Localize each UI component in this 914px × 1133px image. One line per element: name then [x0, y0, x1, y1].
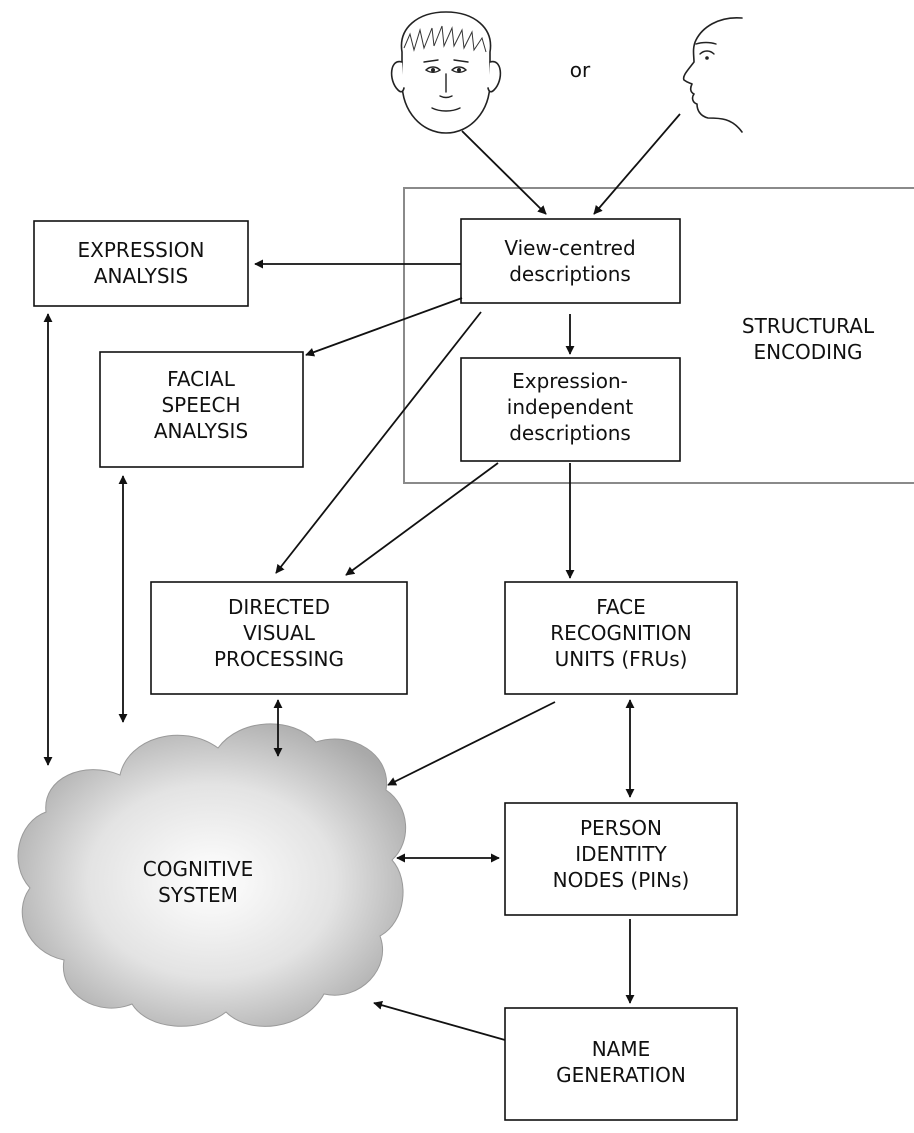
svg-text:PROCESSING: PROCESSING [214, 647, 344, 671]
facial-speech-analysis-box: FACIAL SPEECH ANALYSIS [99, 351, 304, 468]
svg-text:View-centred: View-centred [504, 236, 635, 260]
arrow-fru-to-cognitive [387, 701, 556, 786]
svg-text:FACIAL: FACIAL [167, 367, 236, 391]
arrow-front-face-to-view-centred [461, 130, 547, 215]
svg-text:ANALYSIS: ANALYSIS [94, 264, 188, 288]
expression-independent-descriptions-box: Expression- independent descriptions [460, 357, 681, 462]
connector-arrows [43, 113, 681, 1041]
svg-text:FACE: FACE [596, 595, 646, 619]
svg-text:VISUAL: VISUAL [243, 621, 316, 645]
expression-analysis-box: EXPRESSION ANALYSIS [33, 220, 249, 307]
structural-encoding-region [403, 187, 914, 484]
structural-encoding-label: STRUCTURAL [742, 314, 875, 338]
svg-text:RECOGNITION: RECOGNITION [550, 621, 691, 645]
face-recognition-units-box: FACE RECOGNITION UNITS (FRUs) [504, 581, 738, 695]
arrow-expression-independent-to-directed-visual [345, 462, 499, 576]
svg-text:DIRECTED: DIRECTED [228, 595, 330, 619]
svg-text:descriptions: descriptions [509, 421, 631, 445]
arrow-profile-face-to-view-centred [593, 113, 681, 215]
cognitive-system-cloud: COGNITIVE SYSTEM [17, 723, 406, 1027]
view-centred-descriptions-box: View-centred descriptions [460, 218, 681, 304]
svg-text:EXPRESSION: EXPRESSION [78, 238, 205, 262]
svg-text:UNITS (FRUs): UNITS (FRUs) [555, 647, 688, 671]
arrow-name-generation-to-cognitive [373, 1000, 506, 1041]
svg-text:Expression-: Expression- [512, 369, 628, 393]
person-identity-nodes-box: PERSON IDENTITY NODES (PINs) [504, 802, 738, 916]
svg-text:ANALYSIS: ANALYSIS [154, 419, 248, 443]
svg-text:SPEECH: SPEECH [161, 393, 240, 417]
svg-text:COGNITIVE: COGNITIVE [143, 857, 254, 881]
directed-visual-processing-box: DIRECTED VISUAL PROCESSING [150, 581, 408, 695]
svg-text:NODES (PINs): NODES (PINs) [553, 868, 690, 892]
svg-text:NAME: NAME [592, 1037, 651, 1061]
front-face-icon [390, 11, 502, 134]
name-generation-box: NAME GENERATION [504, 1007, 738, 1121]
svg-text:SYSTEM: SYSTEM [158, 883, 238, 907]
or-connector: or [570, 58, 591, 82]
arrow-view-centred-to-facial-speech [305, 297, 463, 357]
svg-text:independent: independent [507, 395, 634, 419]
structural-encoding-label: ENCODING [753, 340, 862, 364]
svg-text:descriptions: descriptions [509, 262, 631, 286]
svg-text:IDENTITY: IDENTITY [575, 842, 667, 866]
arrow-view-centred-to-directed-visual [275, 311, 482, 574]
svg-text:GENERATION: GENERATION [556, 1063, 686, 1087]
profile-face-icon [682, 17, 743, 133]
svg-text:PERSON: PERSON [580, 816, 662, 840]
